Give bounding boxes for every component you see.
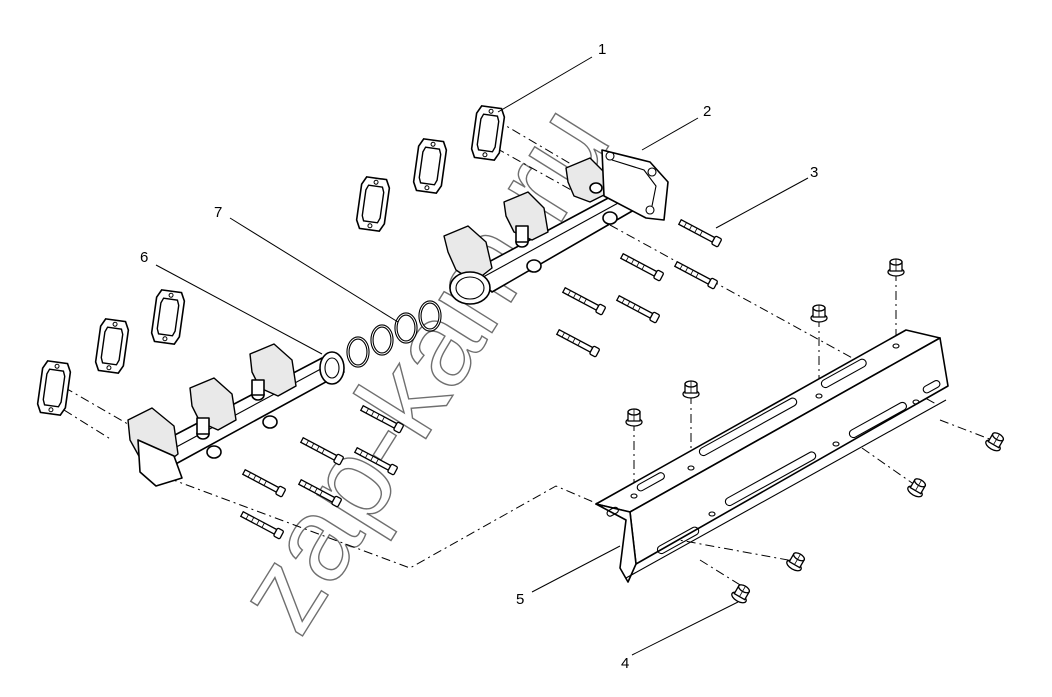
nut [810,304,828,323]
gasket [149,288,187,346]
nut [905,475,930,500]
gasket [411,137,449,195]
callout-2: 2 [703,103,711,120]
gasket [93,317,131,375]
leader-lines [155,56,809,656]
nut [682,380,700,399]
front-manifold-section [127,343,345,487]
callout-7: 7 [214,204,222,221]
heat-shield [595,329,949,583]
bolt [673,259,719,290]
gasket [35,359,73,417]
nut [784,549,809,574]
nut [983,429,1008,454]
callout-4: 4 [621,655,629,672]
bolt [677,217,723,248]
nut [887,258,905,277]
callout-3: 3 [810,164,818,181]
gasket [354,175,392,233]
rear-manifold-section [443,149,669,305]
bolt [561,285,607,316]
bolt [555,327,601,358]
callout-6: 6 [140,249,148,266]
callout-5: 5 [516,591,524,608]
bolt [619,251,665,282]
bolt [615,293,661,324]
nut [625,408,643,427]
nut [729,581,754,606]
callout-1: 1 [598,41,606,58]
callouts: 1 2 3 4 5 6 7 [140,41,818,672]
